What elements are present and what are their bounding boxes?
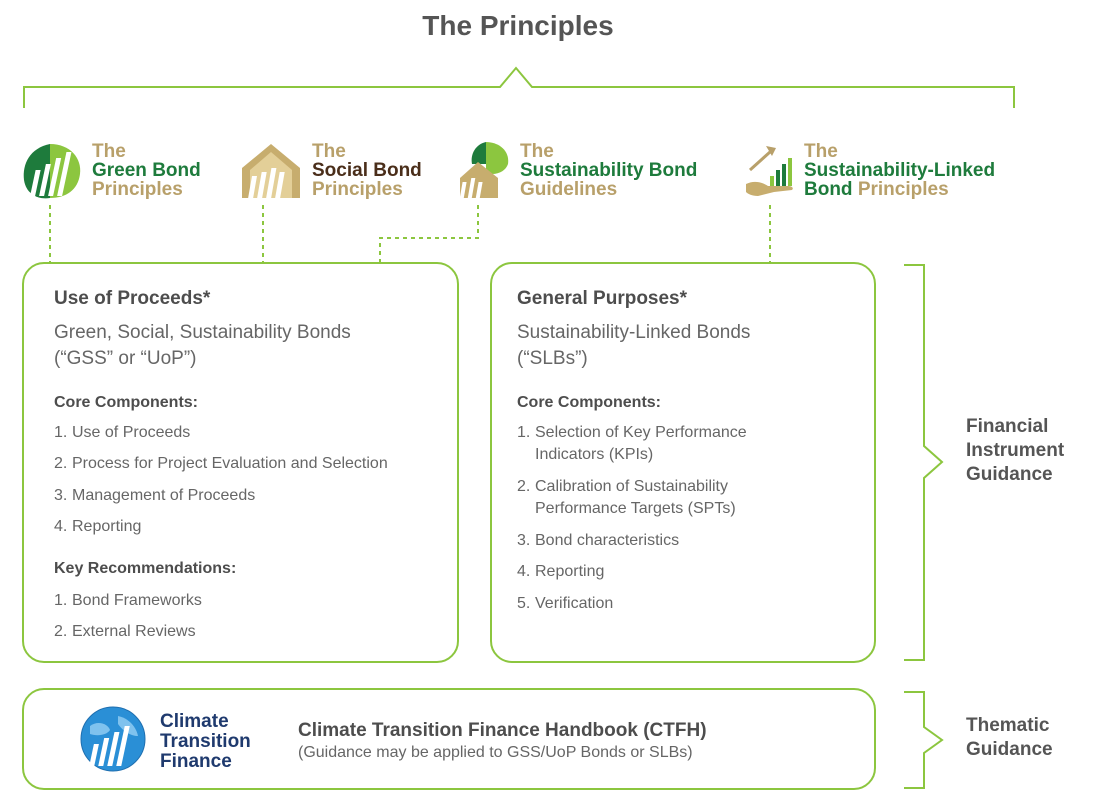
green-bond-line3: Principles (92, 179, 183, 200)
social-bond-line3: Principles (312, 179, 403, 200)
item-number: 3. (54, 487, 68, 504)
list-item: 1.Use of Proceeds (54, 422, 190, 444)
thematic-bracket (904, 691, 944, 789)
item-text: Management of Proceeds (72, 487, 256, 504)
uop-subtitle-line2: (“GSS” or “UoP”) (54, 348, 197, 369)
uop-core-heading: Core Components: (54, 394, 198, 411)
financial-instrument-guidance-label: Financial Instrument Guidance (966, 415, 1064, 487)
slb-line2: Sustainability-Linked (804, 160, 996, 181)
general-purposes-box: General Purposes* Sustainability-Linked … (490, 262, 876, 663)
ctfh-title: Climate Transition Finance Handbook (CTF… (298, 720, 707, 741)
logo-line: Finance (160, 751, 232, 772)
label-line: Guidance (966, 464, 1053, 485)
page-title: The Principles (422, 10, 614, 41)
house-icon (242, 144, 300, 198)
thematic-guidance-label: Thematic Guidance (966, 714, 1053, 762)
financial-bracket (904, 264, 944, 661)
sustainability-bond-line3: Guidelines (520, 179, 618, 200)
sustainability-bond-logo: The Sustainability Bond Guidelines (458, 140, 728, 204)
item-text: Bond characteristics (535, 532, 680, 549)
item-number: 3. (517, 532, 531, 549)
growth-hand-icon (746, 146, 793, 196)
social-bond-logo: The Social Bond Principles (240, 140, 440, 204)
ctfh-box: Climate Transition Finance Climate Trans… (22, 688, 876, 790)
sustainability-bond-line1: The (520, 141, 554, 162)
item-text: Selection of Key Performance (535, 424, 747, 441)
item-text: Bond Frameworks (72, 592, 202, 609)
gp-subtitle-line1: Sustainability-Linked Bonds (517, 322, 751, 343)
sustainability-bond-connector (379, 205, 479, 262)
label-line: Financial (966, 416, 1049, 437)
item-number: 4. (54, 518, 68, 535)
gp-subtitle-line2: (“SLBs”) (517, 348, 588, 369)
uop-title: Use of Proceeds* (54, 288, 211, 309)
label-line: Guidance (966, 739, 1053, 760)
green-leaf-icon (23, 144, 81, 199)
uop-rec-heading: Key Recommendations: (54, 560, 237, 577)
list-item: 2.Process for Project Evaluation and Sel… (54, 453, 388, 475)
item-text: Reporting (535, 563, 605, 580)
slb-line3b: Principles (852, 179, 949, 200)
list-item: 4.Reporting (517, 561, 604, 583)
green-bond-line2: Green Bond (92, 160, 201, 181)
item-number: 5. (517, 595, 531, 612)
item-number: 4. (517, 563, 531, 580)
item-text: Verification (535, 595, 614, 612)
item-text-cont: Indicators (KPIs) (535, 446, 654, 463)
item-text: Calibration of Sustainability (535, 478, 728, 495)
slb-line3a: Bond (804, 179, 853, 200)
item-number: 2. (517, 478, 531, 495)
green-bond-logo: The Green Bond Principles (20, 140, 220, 204)
use-of-proceeds-box: Use of Proceeds* Green, Social, Sustaina… (22, 262, 459, 663)
slb-line1: The (804, 141, 838, 162)
item-text: Process for Project Evaluation and Selec… (72, 455, 388, 472)
list-item: 3.Bond characteristics (517, 530, 679, 552)
item-number: 1. (54, 424, 68, 441)
green-bond-line1: The (92, 141, 126, 162)
item-number: 2. (54, 455, 68, 472)
ctfh-logo-text: Climate Transition Finance (160, 712, 251, 772)
sustainability-bond-line2: Sustainability Bond (520, 160, 698, 181)
logo-line: Climate (160, 711, 229, 732)
item-text: Reporting (72, 518, 142, 535)
list-item: 3.Management of Proceeds (54, 485, 255, 507)
list-item: 4.Reporting (54, 516, 141, 538)
social-bond-line1: The (312, 141, 346, 162)
item-number: 1. (517, 424, 531, 441)
item-number: 1. (54, 592, 68, 609)
sustainability-linked-logo: The Sustainability-Linked Bond Principle… (744, 140, 1034, 204)
gp-title: General Purposes* (517, 288, 688, 309)
globe-icon (80, 706, 146, 772)
item-number: 2. (54, 623, 68, 640)
top-bracket (23, 66, 1015, 108)
uop-subtitle-line1: Green, Social, Sustainability Bonds (54, 322, 351, 343)
item-text: External Reviews (72, 623, 196, 640)
label-line: Thematic (966, 715, 1050, 736)
ctfh-subtitle: (Guidance may be applied to GSS/UoP Bond… (298, 744, 693, 761)
item-text: Use of Proceeds (72, 424, 191, 441)
list-item: 1.Bond Frameworks (54, 590, 202, 612)
gp-core-heading: Core Components: (517, 394, 661, 411)
list-item: 5.Verification (517, 593, 613, 615)
logo-line: Transition (160, 731, 251, 752)
item-text-cont: Performance Targets (SPTs) (535, 500, 736, 517)
leaf-house-icon (459, 142, 509, 198)
social-bond-line2: Social Bond (312, 160, 422, 181)
label-line: Instrument (966, 440, 1065, 461)
list-item: 2.External Reviews (54, 621, 196, 643)
